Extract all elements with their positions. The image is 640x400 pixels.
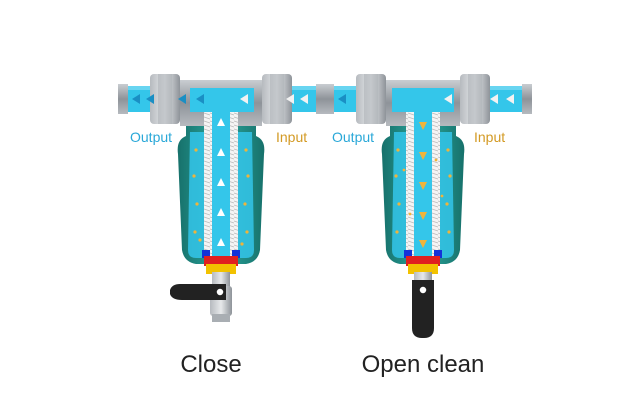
pipe-thread-right <box>522 84 532 114</box>
pipe-thread-left <box>324 84 334 114</box>
flow-arrows-output <box>338 94 346 104</box>
seal-yellow <box>408 264 438 274</box>
sediment-particles <box>192 148 250 246</box>
seal-yellow <box>206 264 236 274</box>
filter-unit-close: Output Input Close <box>118 74 326 378</box>
valve-handle[interactable] <box>412 280 434 338</box>
input-label: Input <box>474 129 505 145</box>
input-label: Input <box>276 129 307 145</box>
flow-arrows-up <box>217 118 225 246</box>
flow-arrows-down <box>419 122 427 248</box>
seal-red <box>204 256 238 266</box>
output-label: Output <box>332 129 374 145</box>
seal-right <box>232 250 240 258</box>
valve-handle[interactable] <box>170 284 226 300</box>
output-label: Output <box>130 129 172 145</box>
pipe-thread-right <box>316 84 326 114</box>
caption-open-clean: Open clean <box>362 351 485 378</box>
sediment-particles <box>394 148 452 234</box>
flow-arrows-input <box>444 94 514 104</box>
flow-arrows-output <box>132 94 204 104</box>
filter-unit-open-clean: Output Input Open clean <box>324 74 532 378</box>
caption-close: Close <box>180 351 241 378</box>
seal-right <box>434 250 442 258</box>
handle-pivot <box>215 287 225 297</box>
handle-pivot <box>418 285 428 295</box>
seal-red <box>406 256 440 266</box>
flow-arrows-input <box>240 94 308 104</box>
seal-left <box>404 250 412 258</box>
seal-left <box>202 250 210 258</box>
pipe-thread-left <box>118 84 128 114</box>
